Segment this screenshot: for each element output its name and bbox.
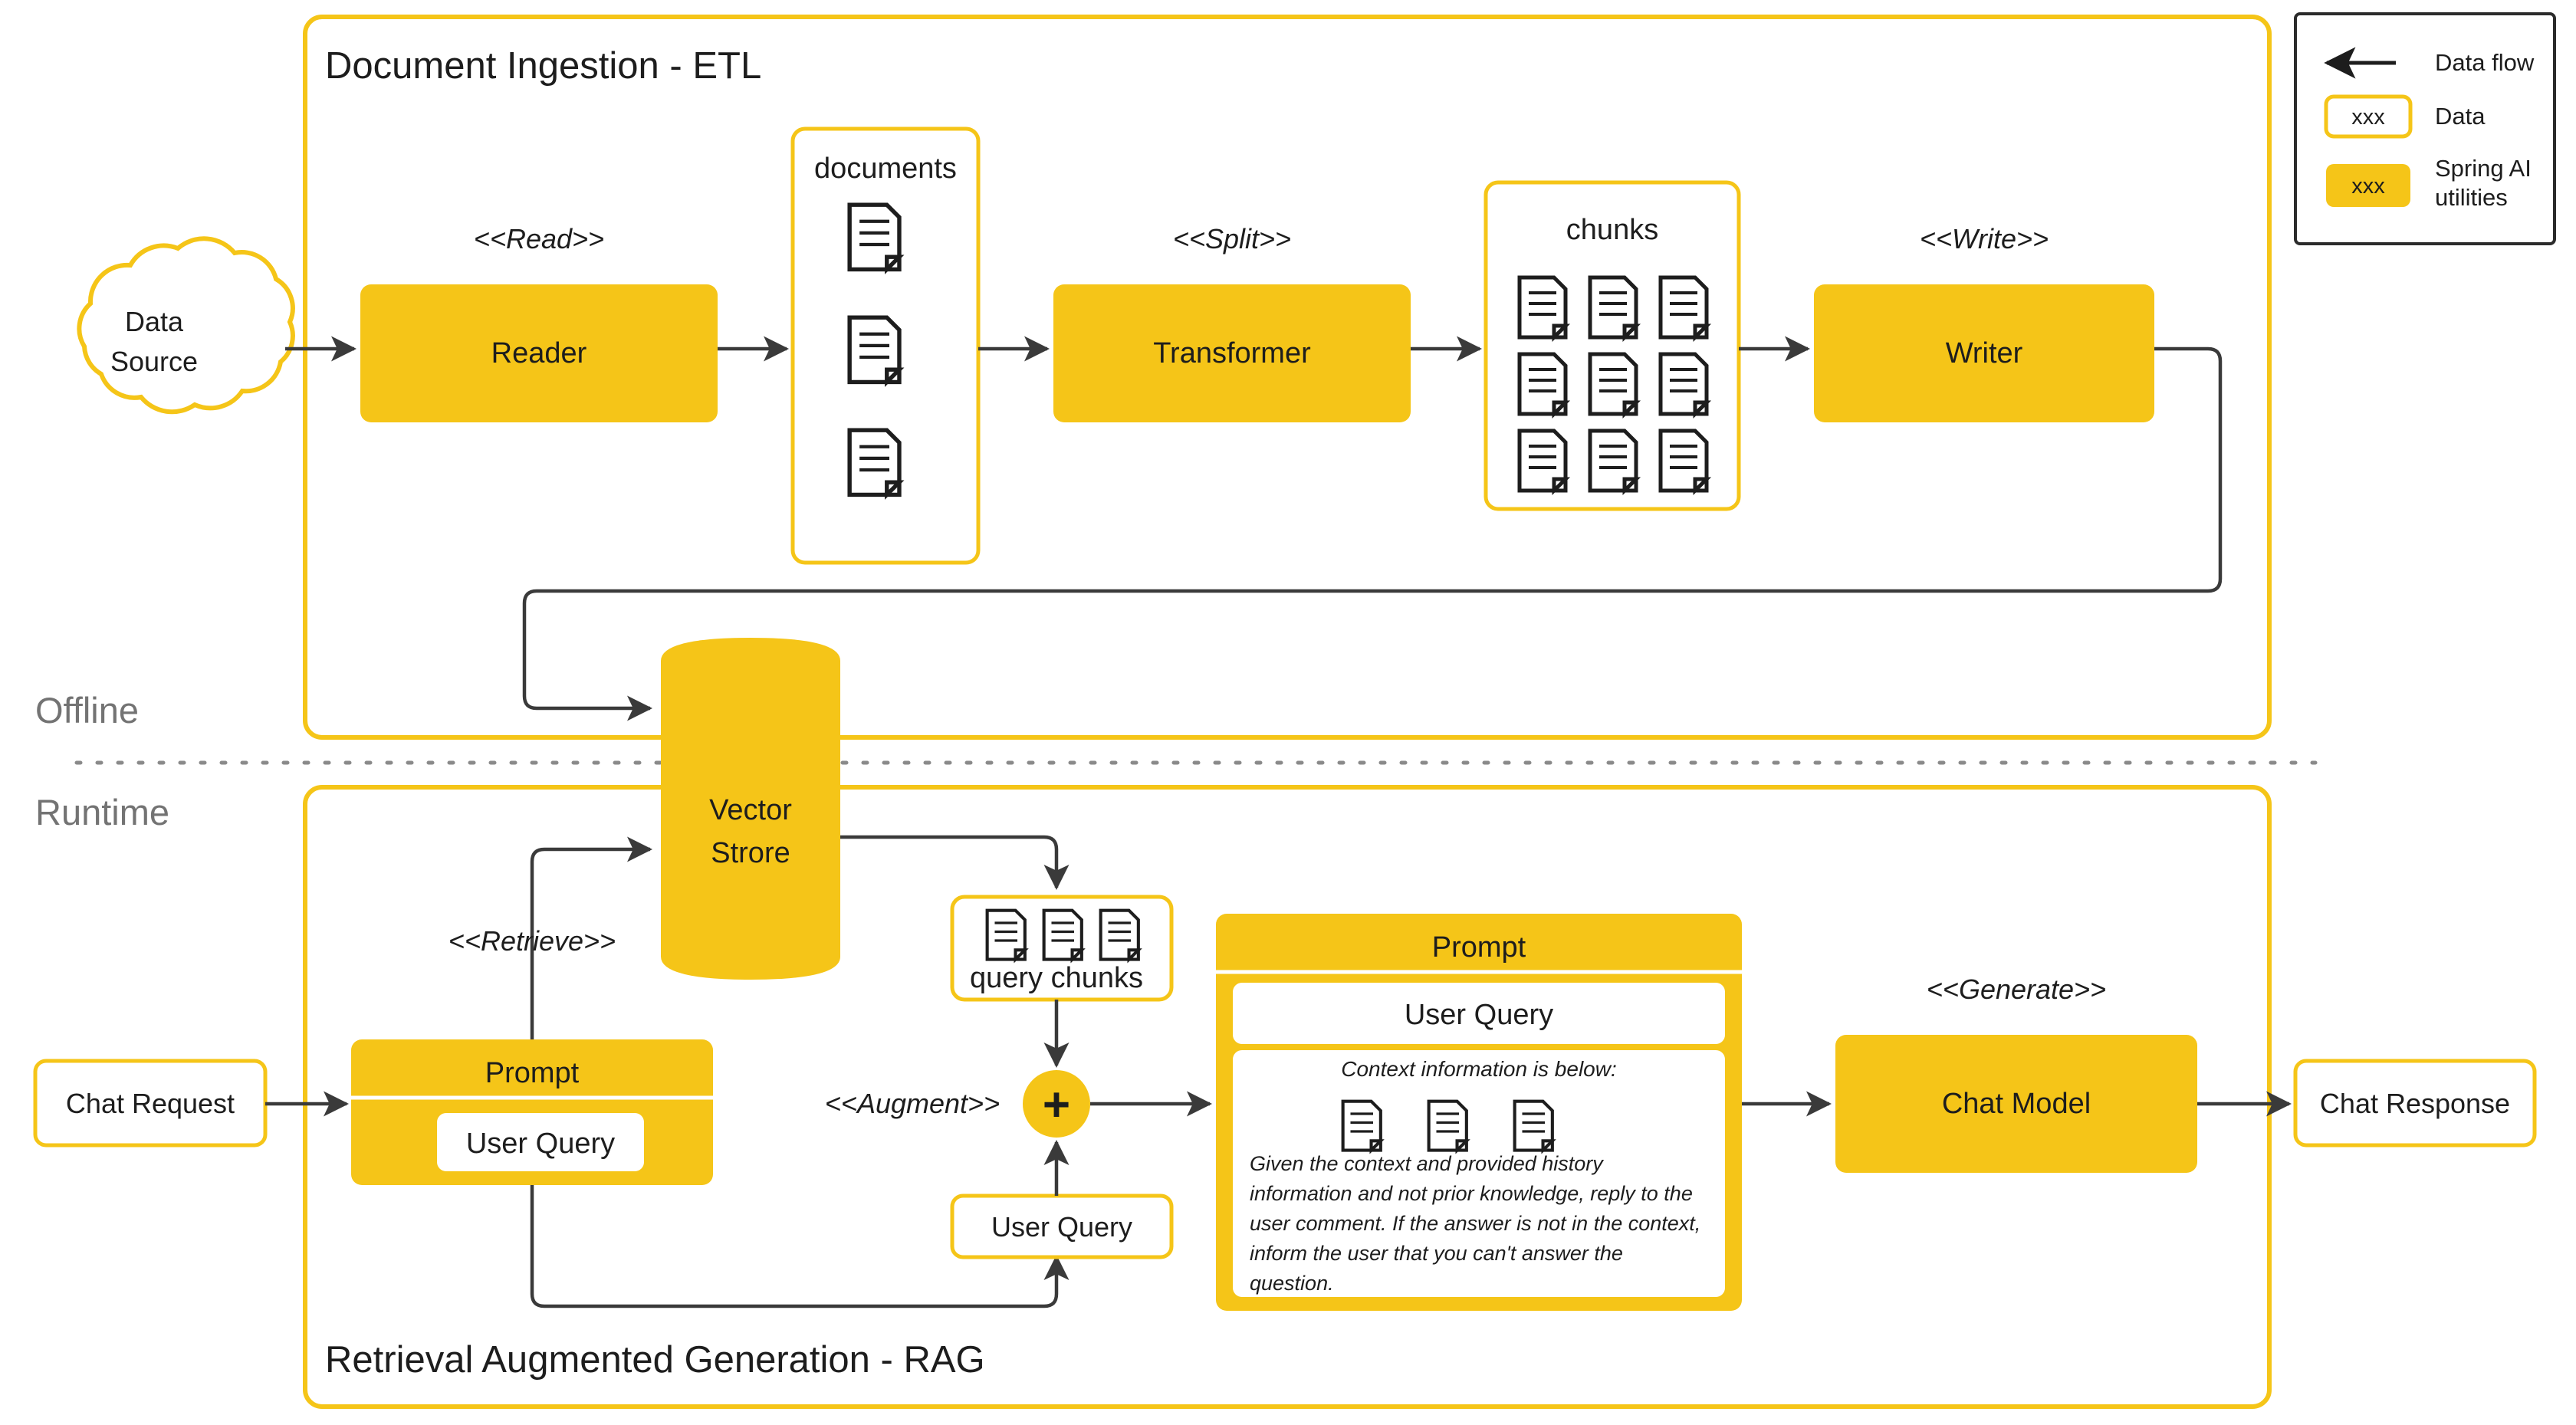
vector-store-label-line1: Vector <box>709 794 792 826</box>
context-heading: Context information is below: <box>1341 1057 1617 1081</box>
runtime-prompt-user-query-pill <box>437 1113 644 1171</box>
prompt-body-line4: inform the user that you can't answer th… <box>1250 1242 1623 1265</box>
writer-box <box>1814 284 2154 422</box>
writer-label: Writer <box>1946 337 2023 369</box>
stereotype-augment: <<Augment>> <box>825 1088 1000 1119</box>
user-query-box-label: User Query <box>991 1211 1132 1243</box>
chat-response-box <box>2293 1059 2537 1148</box>
runtime-prompt-header: Prompt <box>485 1057 580 1089</box>
documents-label: documents <box>814 153 957 185</box>
augment-plus-symbol: + <box>1043 1079 1070 1131</box>
stereotype-read: <<Read>> <box>474 223 604 254</box>
legend-ai-swatch <box>2326 164 2410 207</box>
reader-label: Reader <box>491 337 587 369</box>
prompt-body-line5: question. <box>1250 1272 1334 1295</box>
big-prompt-header: Prompt <box>1432 931 1526 964</box>
phase-label-offline: Offline <box>35 690 139 731</box>
chunks-container <box>1484 180 1741 511</box>
legend-data-swatch <box>2324 94 2413 139</box>
chunks-label: chunks <box>1566 214 1658 246</box>
transformer-box <box>1053 284 1411 422</box>
flow-prompt-to-vector-store <box>530 836 652 1046</box>
etl-section-frame <box>303 15 2272 740</box>
big-prompt-user-query-pill <box>1233 983 1725 1044</box>
data-source-label-line2: Source <box>110 346 198 377</box>
legend-data-label: Data <box>2435 103 2486 130</box>
stereotype-write: <<Write>> <box>1920 223 2049 254</box>
data-source-cloud <box>77 236 295 415</box>
stereotype-split: <<Split>> <box>1173 223 1291 254</box>
rag-section-title: Retrieval Augmented Generation - RAG <box>325 1339 985 1381</box>
prompt-body-line2: information and not prior knowledge, rep… <box>1250 1182 1693 1205</box>
prompt-body-line3: user comment. If the answer is not in th… <box>1250 1212 1700 1235</box>
legend-ai-label-line1: Spring AI <box>2435 155 2532 182</box>
etl-section-title: Document Ingestion - ETL <box>325 45 761 87</box>
big-prompt-user-query-label: User Query <box>1405 999 1553 1031</box>
chat-request-label: Chat Request <box>66 1088 235 1119</box>
runtime-prompt-user-query-label: User Query <box>466 1128 615 1160</box>
legend-ai-label-line2: utilities <box>2435 184 2508 211</box>
vector-store-cylinder <box>661 638 840 980</box>
reader-box <box>360 284 718 422</box>
chat-model-label: Chat Model <box>1942 1088 2091 1120</box>
flow-writer-to-vector-store <box>522 346 2223 721</box>
phase-label-runtime: Runtime <box>35 792 169 832</box>
flow-prompt-to-user-query <box>530 1185 1070 1308</box>
data-source-label-line1: Data <box>125 306 184 337</box>
augment-junction <box>1023 1070 1090 1138</box>
legend-ai-sample: xxx <box>2351 174 2385 199</box>
flow-vector-store-to-query-chunks <box>840 835 1070 890</box>
chat-model-box <box>1835 1035 2197 1173</box>
query-chunks-label: query chunks <box>970 962 1143 994</box>
stereotype-retrieve: <<Retrieve>> <box>449 925 616 957</box>
user-query-box <box>950 1194 1174 1259</box>
vector-store-label-line2: Strore <box>711 837 790 869</box>
chat-response-label: Chat Response <box>2320 1088 2510 1119</box>
legend-flow-label: Data flow <box>2435 49 2535 76</box>
transformer-label: Transformer <box>1153 337 1311 369</box>
stereotype-generate: <<Generate>> <box>1927 974 2106 1005</box>
prompt-body-line1: Given the context and provided history <box>1250 1152 1604 1175</box>
legend-data-sample: xxx <box>2351 105 2385 130</box>
